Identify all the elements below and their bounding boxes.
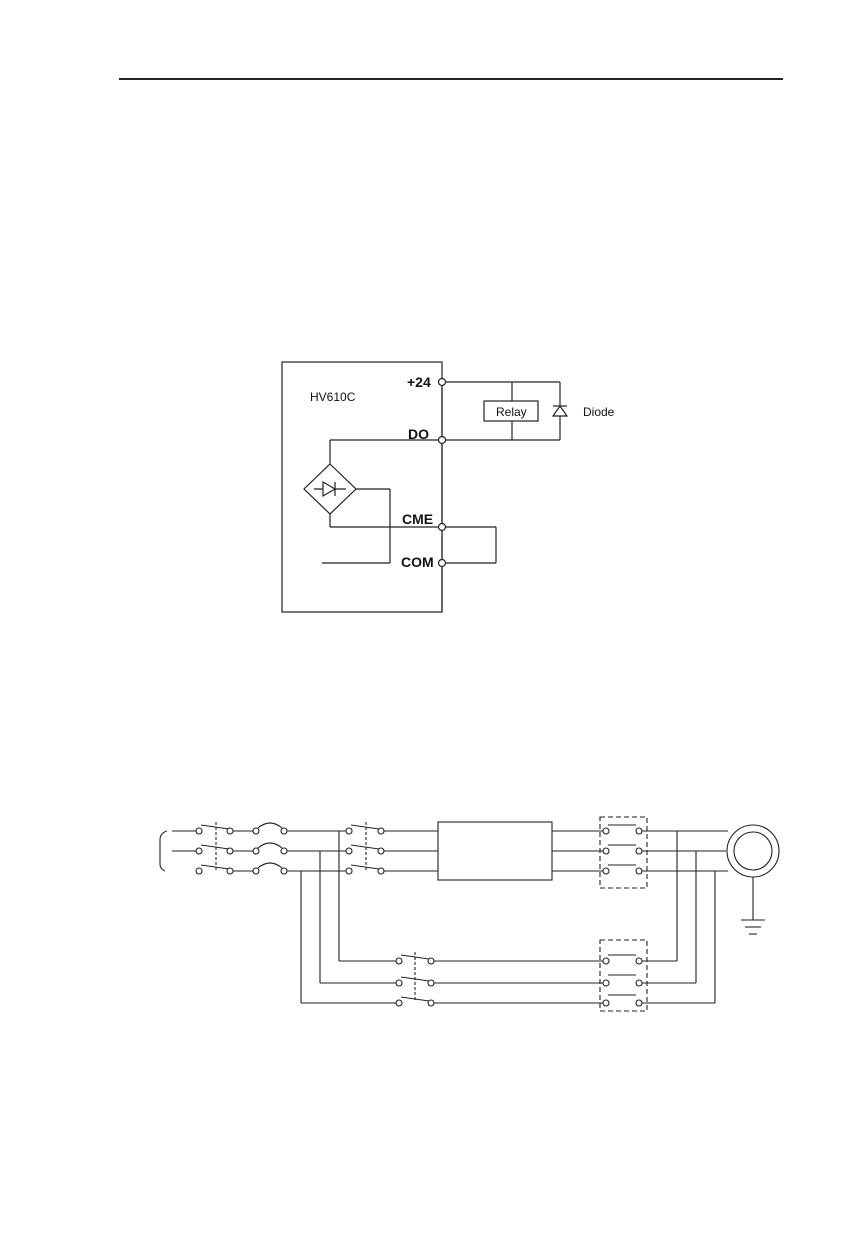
terminal-24-node	[437, 377, 447, 387]
relay-coil	[483, 400, 539, 422]
inverter-box	[437, 821, 553, 881]
diode-label: Diode	[583, 405, 615, 419]
bridge-diode-icon	[314, 480, 346, 498]
terminal-com-node	[437, 558, 447, 568]
main-breaker	[172, 822, 234, 875]
terminal-do-label: DO	[408, 426, 429, 442]
bypass-contactor	[395, 952, 435, 1007]
terminal-cme-label: CME	[402, 511, 433, 527]
header-rule	[119, 78, 783, 80]
ground-icon	[741, 877, 765, 935]
device-label: HV610C	[310, 390, 356, 404]
motor-icon	[726, 824, 780, 878]
relay-wiring-diagram	[281, 361, 569, 613]
output-contactor	[599, 816, 648, 889]
bypass-wiring-diagram	[159, 816, 780, 1012]
terminal-24-label: +24	[407, 374, 431, 390]
fuses	[233, 822, 288, 875]
terminal-cme-node	[437, 522, 447, 532]
input-contactor	[345, 822, 385, 875]
relay-label: Relay	[496, 405, 527, 419]
diode-symbol	[551, 404, 569, 417]
terminal-do-node	[437, 435, 447, 445]
bypass-output-contactor	[599, 939, 648, 1012]
terminal-com-label: COM	[401, 554, 434, 570]
